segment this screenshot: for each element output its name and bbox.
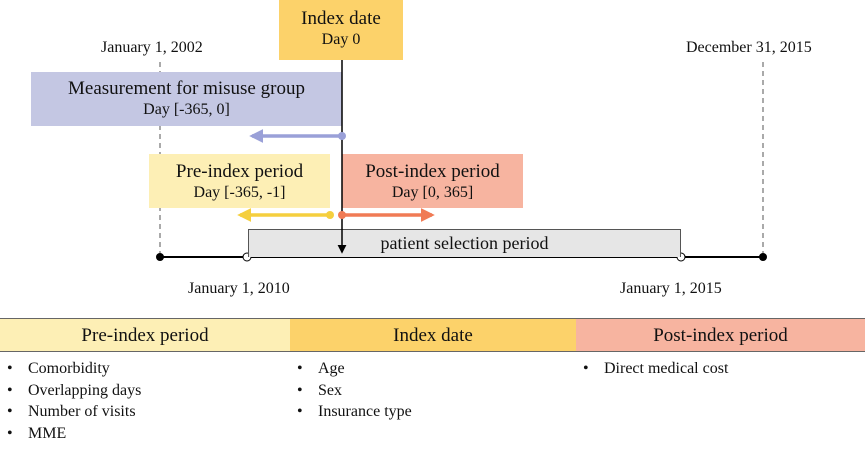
misuse-title: Measurement for misuse group bbox=[68, 78, 305, 99]
patient-selection-label: patient selection period bbox=[380, 233, 549, 253]
index-date-subtitle: Day 0 bbox=[321, 31, 361, 48]
table-header-pre-index-label: Pre-index period bbox=[81, 325, 209, 346]
list-item: Number of visits bbox=[0, 401, 141, 423]
start-date-label: January 1, 2002 bbox=[101, 39, 203, 56]
misuse-arrow-dot bbox=[338, 132, 346, 140]
post-index-box: Post-index period Day [0, 365] bbox=[342, 154, 523, 208]
post-index-title: Post-index period bbox=[365, 161, 500, 182]
patient-selection-period-box: patient selection period bbox=[248, 229, 681, 257]
list-item: Age bbox=[290, 358, 412, 380]
table-header-post-index: Post-index period bbox=[576, 318, 865, 352]
pre-index-variable-list: Comorbidity Overlapping days Number of v… bbox=[0, 358, 141, 444]
misuse-measurement-box: Measurement for misuse group Day [-365, … bbox=[31, 72, 342, 126]
axis-start-dot bbox=[156, 253, 164, 261]
table-header-pre-index: Pre-index period bbox=[0, 318, 290, 352]
end-date-label: December 31, 2015 bbox=[686, 39, 812, 56]
list-item: Insurance type bbox=[290, 401, 412, 423]
post-index-variable-list: Direct medical cost bbox=[576, 358, 728, 380]
selection-start-label: January 1, 2010 bbox=[188, 280, 290, 297]
post-index-subtitle: Day [0, 365] bbox=[391, 184, 474, 201]
pre-index-box: Pre-index period Day [-365, -1] bbox=[149, 154, 330, 208]
list-item: Comorbidity bbox=[0, 358, 141, 380]
post-index-arrow-dot bbox=[338, 211, 346, 219]
index-date-box: Index date Day 0 bbox=[279, 0, 403, 60]
pre-index-arrow-dot bbox=[326, 211, 334, 219]
table-header-index-date: Index date bbox=[290, 318, 576, 352]
pre-index-subtitle: Day [-365, -1] bbox=[193, 184, 286, 201]
index-date-title: Index date bbox=[301, 8, 381, 29]
table-header-index-date-label: Index date bbox=[393, 325, 473, 346]
index-date-variable-list: Age Sex Insurance type bbox=[290, 358, 412, 423]
list-item: Sex bbox=[290, 380, 412, 402]
misuse-subtitle: Day [-365, 0] bbox=[143, 101, 230, 118]
selection-end-label: January 1, 2015 bbox=[620, 280, 722, 297]
list-item: Overlapping days bbox=[0, 380, 141, 402]
pre-index-title: Pre-index period bbox=[175, 161, 304, 182]
table-header-post-index-label: Post-index period bbox=[653, 325, 788, 346]
list-item: Direct medical cost bbox=[576, 358, 728, 380]
axis-end-dot bbox=[759, 253, 767, 261]
list-item: MME bbox=[0, 423, 141, 445]
